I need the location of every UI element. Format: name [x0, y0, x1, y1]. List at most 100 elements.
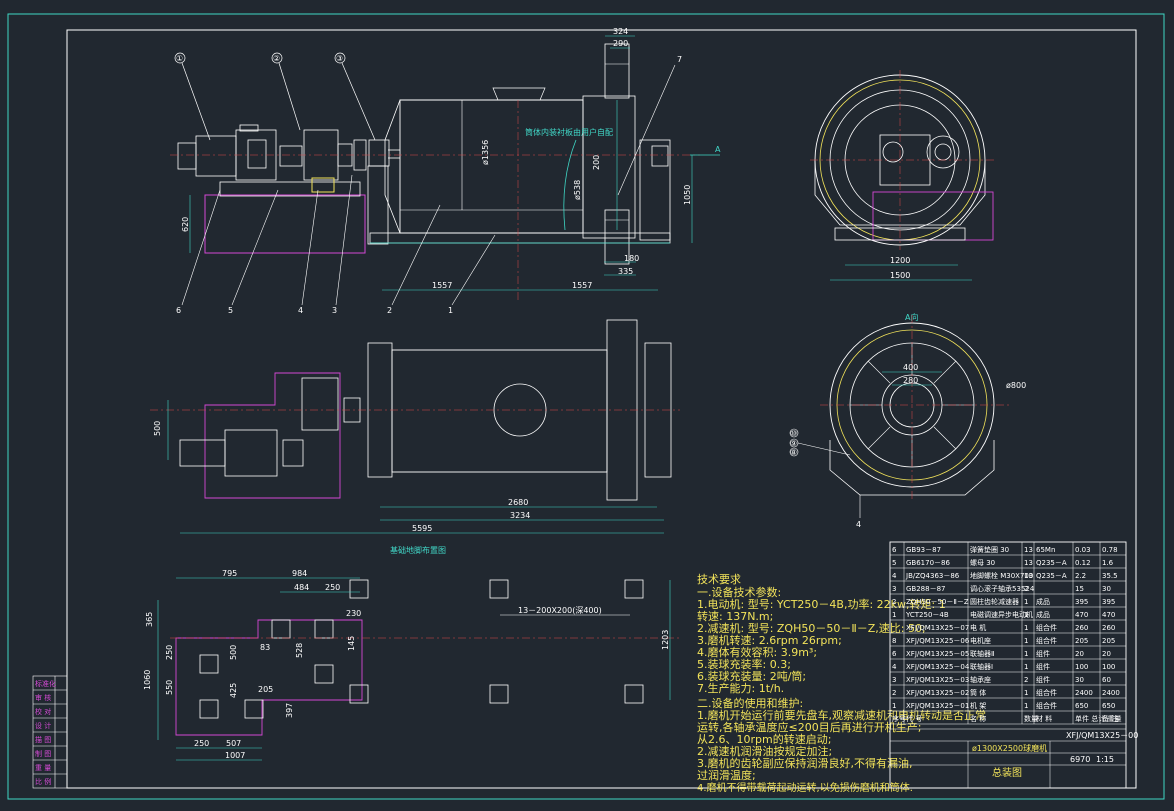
section-a-view: A向 400 280 ø800 ⑩ ⑨ ⑧ 4 [789, 312, 1026, 529]
drawing-weight: 6970 [1070, 755, 1090, 764]
bom-cell: 260 [1102, 624, 1115, 632]
svg-text:A向: A向 [905, 312, 918, 322]
svg-text:290: 290 [613, 39, 628, 48]
svg-text:标准化: 标准化 [35, 679, 56, 688]
bom-cell: 205 [1075, 637, 1088, 645]
bom-cell: 0.78 [1102, 546, 1118, 554]
bom-cell: 13 [1024, 559, 1033, 567]
bom-cell: 20 [1075, 650, 1084, 658]
svg-text:200: 200 [592, 155, 601, 170]
svg-text:425: 425 [229, 683, 238, 698]
svg-text:324: 324 [613, 27, 628, 36]
svg-text:重 量: 重 量 [35, 764, 51, 772]
left-strip-labels: 标准化 审 核 校 对 设 计 描 图 制 图 重 量 比 例 [35, 679, 56, 786]
svg-text:1203: 1203 [661, 630, 670, 650]
svg-text:4.磨体有效容积: 3.9m³;: 4.磨体有效容积: 3.9m³; [697, 645, 817, 659]
svg-text:280: 280 [903, 376, 918, 385]
outer-frame [7, 13, 1165, 800]
bom-cell: 1 [892, 702, 896, 710]
svg-text:484: 484 [294, 583, 309, 592]
bom-cell: 组合件 [1036, 688, 1057, 697]
drawing-scale: 1:15 [1096, 755, 1114, 764]
svg-text:1007: 1007 [225, 751, 245, 760]
bom-cell: 1 [892, 611, 896, 619]
svg-text:397: 397 [285, 703, 294, 718]
bom-cell: 2.2 [1075, 572, 1086, 580]
bom-cell: 1 [1024, 702, 1028, 710]
bom-cell: 6 [892, 546, 897, 554]
end-view: 1200 1500 [810, 70, 995, 281]
bom-cell: 6 [892, 650, 897, 658]
bom-cell: Q235－A [1036, 559, 1067, 567]
bom-cell: GB288－87 [906, 585, 946, 593]
svg-text:3.磨机转速: 2.6rpm 26rpm;: 3.磨机转速: 2.6rpm 26rpm; [697, 633, 842, 647]
svg-text:1: 1 [448, 306, 453, 315]
svg-text:从2.6、10rpm的转速启动;: 从2.6、10rpm的转速启动; [697, 732, 831, 746]
svg-text:审 核: 审 核 [35, 693, 51, 702]
bom-cell: 成品 [1036, 610, 1050, 619]
svg-text:⑧: ⑧ [790, 448, 797, 457]
bom-cell: 650 [1102, 702, 1115, 710]
svg-text:1557: 1557 [572, 281, 592, 290]
bom-cell: 电 机 [970, 623, 986, 632]
bom-header-cell: 代 号 [906, 714, 922, 723]
bom-cell: 30 [1075, 676, 1084, 684]
plan-view: 500 2680 3234 5595 基础地脚布置图 [150, 319, 680, 555]
bom-cell: 1 [1024, 611, 1028, 619]
bom-cell: 电磁调速异步电动机 [970, 610, 1033, 619]
bom-cell: XFJ/QM13X25－05 [906, 650, 969, 658]
svg-text:250: 250 [165, 645, 174, 660]
svg-text:运转,各轴承温度应≤200目后再进行开机生产;: 运转,各轴承温度应≤200目后再进行开机生产; [697, 720, 921, 734]
bom-cell: 1 [1024, 637, 1028, 645]
svg-text:ø800: ø800 [1006, 381, 1026, 390]
svg-text:3.磨机的齿轮副应保持润滑良好,不得有漏油,: 3.磨机的齿轮副应保持润滑良好,不得有漏油, [697, 756, 913, 770]
bom-cell: 13 [1024, 572, 1033, 580]
drawing-number: XFJ/QM13X25－00 [1066, 731, 1138, 740]
svg-text:4: 4 [298, 306, 303, 315]
bom-cell: GB93－87 [906, 546, 941, 554]
bom-cell: 机 架 [970, 701, 986, 710]
drawing-type: 总装图 [992, 766, 1022, 779]
svg-text:1.电动机: 型号: YCT250－4B,功率: 22kw,: 1.电动机: 型号: YCT250－4B,功率: 22kw,转矩: 1 [697, 597, 946, 611]
section-mark: A [715, 145, 721, 154]
bom-header-cell: 序号 [892, 714, 906, 723]
left-strip [32, 675, 68, 789]
svg-text:365: 365 [145, 612, 154, 627]
bom-cell: JB/ZQ4363－86 [905, 572, 960, 580]
bom-cell: 395 [1075, 598, 1088, 606]
svg-text:145: 145 [347, 636, 356, 651]
svg-text:ø1356: ø1356 [481, 140, 490, 165]
balloon-2: ② [273, 54, 280, 63]
svg-text:3: 3 [332, 306, 337, 315]
bom-cell: 395 [1102, 598, 1115, 606]
bom-cell: 650 [1075, 702, 1088, 710]
svg-text:4: 4 [856, 520, 861, 529]
svg-text:过润滑温度;: 过润滑温度; [697, 768, 756, 782]
bom-cell: 联轴器Ⅰ [970, 662, 993, 671]
bom-cell: 4 [892, 572, 897, 580]
balloon-3: ③ [336, 54, 343, 63]
svg-text:1050: 1050 [683, 185, 692, 205]
bom-cell: 1 [1024, 663, 1028, 671]
bom-header-cell: 数量 [1024, 714, 1038, 723]
svg-text:1.磨机开始运行前要先盘车,观察减速机和电机转动是否正常: 1.磨机开始运行前要先盘车,观察减速机和电机转动是否正常 [697, 708, 986, 722]
bom-cell: 组合件 [1036, 701, 1057, 710]
svg-text:180: 180 [624, 254, 639, 263]
bom-cell: 65Mn [1036, 546, 1055, 554]
svg-text:83: 83 [260, 643, 270, 652]
bom-cell: XFJ/QM13X25－02 [906, 689, 969, 697]
bom-cell: 2400 [1102, 689, 1120, 697]
svg-text:500: 500 [153, 421, 162, 436]
lining-note: 筒体内装衬板由用户自配 [525, 127, 613, 137]
svg-text:比 例: 比 例 [35, 777, 51, 786]
bom-cell: 470 [1075, 611, 1088, 619]
svg-text:一.设备技术参数:: 一.设备技术参数: [697, 585, 781, 599]
bom-cell: 1 [1024, 689, 1028, 697]
bom-cell: 260 [1075, 624, 1088, 632]
svg-text:1060: 1060 [143, 670, 152, 690]
bom-cell: 0.03 [1075, 546, 1091, 554]
bom-cell: 1 [1024, 598, 1028, 606]
bom-cell: 3 [892, 585, 896, 593]
svg-text:984: 984 [292, 569, 307, 578]
